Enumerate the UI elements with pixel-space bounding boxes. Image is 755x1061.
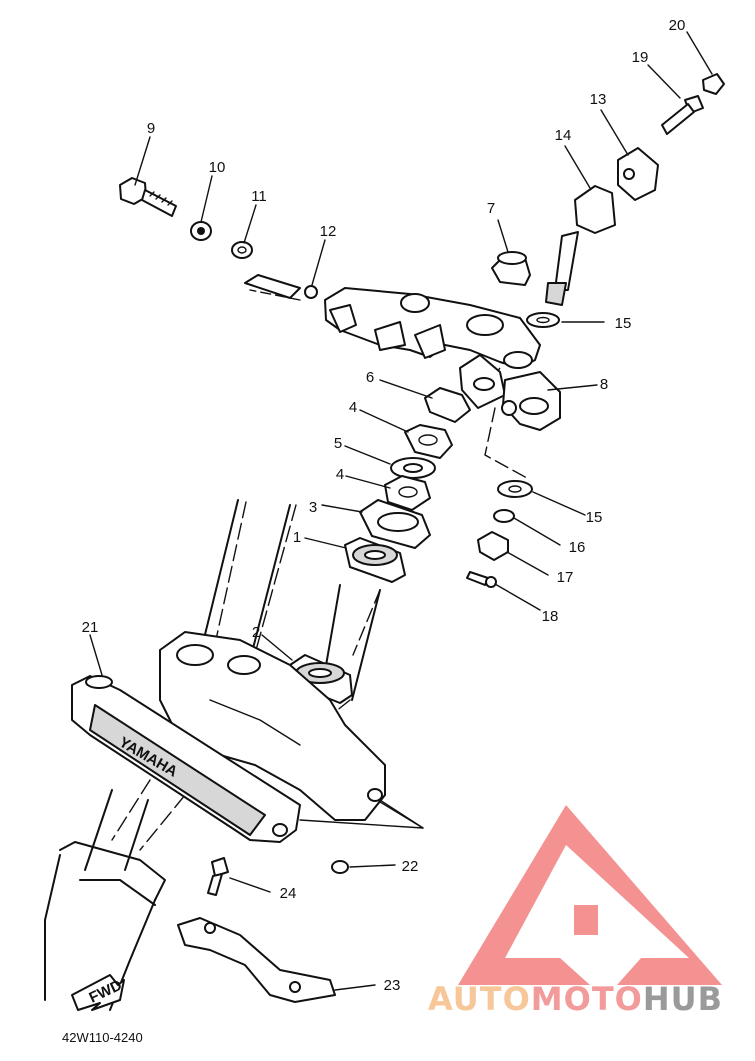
callout-13: 13 (590, 91, 607, 108)
callout-20: 20 (669, 17, 686, 34)
part-15-washer-lower (497, 480, 533, 498)
part-17-nut (477, 531, 509, 561)
callout-9: 9 (147, 120, 155, 137)
part-11-washer (231, 241, 253, 259)
callout-6: 6 (366, 369, 374, 386)
callout-17: 17 (557, 569, 574, 586)
part-15-washer-upper (526, 312, 560, 328)
callout-4-lower: 4 (336, 466, 344, 483)
part-18-screw (466, 571, 497, 588)
part-4-ringnut-lower (384, 475, 431, 511)
part-7-cap (491, 251, 531, 286)
part-1-bearing (344, 537, 406, 583)
part-4-ringnut-upper (404, 424, 453, 459)
callout-12: 12 (320, 223, 337, 240)
callout-8: 8 (600, 376, 608, 393)
callout-5: 5 (334, 435, 342, 452)
part-24-bolt (207, 857, 229, 896)
diagram-code: 42W110-4240 (62, 1030, 143, 1045)
leader-lines (89, 31, 713, 991)
callout-1: 1 (293, 529, 301, 546)
callout-23: 23 (384, 977, 401, 994)
watermark-hub: HUB (643, 980, 723, 1018)
watermark-auto: AUTO (428, 980, 531, 1018)
part-5-washer (390, 457, 436, 479)
callout-4-upper: 4 (349, 399, 357, 416)
watermark-logo (458, 805, 722, 985)
part-14-holder (545, 185, 616, 306)
part-2-bearing (289, 654, 353, 704)
callout-14: 14 (555, 127, 572, 144)
callout-21: 21 (82, 619, 99, 636)
part-22-screw (331, 860, 349, 874)
callout-18: 18 (542, 608, 559, 625)
callout-15-lower: 15 (586, 509, 603, 526)
fork-tubes (84, 499, 381, 871)
callout-7: 7 (487, 200, 495, 217)
callout-16: 16 (569, 539, 586, 556)
part-3-cover (359, 499, 431, 549)
fwd-arrow: FWD (71, 974, 125, 1011)
part-6-plate (424, 387, 471, 423)
part-20-nut (702, 73, 725, 95)
part-23-holder (177, 917, 336, 1003)
callout-24: 24 (280, 885, 297, 902)
callout-15-upper: 15 (615, 315, 632, 332)
callouts: 9 10 11 12 13 14 20 19 7 15 8 6 4 5 4 3 … (82, 17, 686, 994)
callout-22: 22 (402, 858, 419, 875)
callout-3: 3 (309, 499, 317, 516)
part-13-cap (617, 147, 659, 201)
part-9-bolt (119, 177, 177, 217)
watermark-moto: MOTO (531, 980, 643, 1018)
part-12-plate (244, 274, 318, 299)
callout-11: 11 (251, 188, 267, 205)
callout-10: 10 (209, 159, 226, 176)
callout-19: 19 (632, 49, 649, 66)
part-10-lockwasher (190, 221, 212, 241)
watermark-text: AUTOMOTOHUB (428, 980, 723, 1018)
part-19-bolt (661, 95, 704, 135)
upper-bracket (324, 287, 561, 431)
part-16-lockwasher (493, 509, 515, 523)
callout-2: 2 (252, 624, 260, 641)
